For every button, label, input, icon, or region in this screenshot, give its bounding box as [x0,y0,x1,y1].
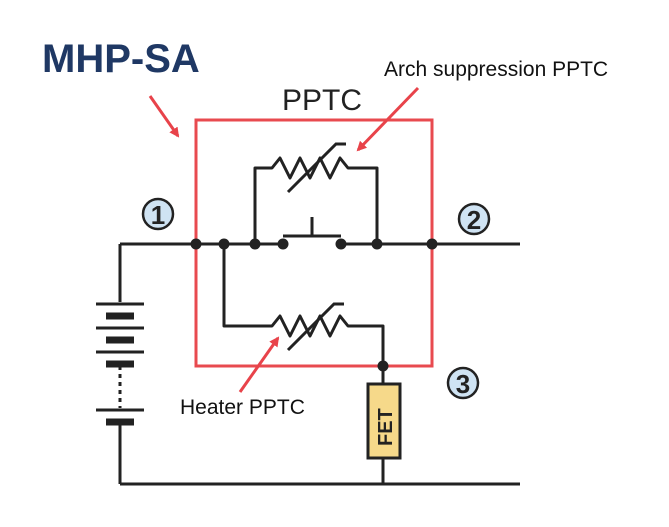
heater-pptc-arrow [238,336,280,393]
junction-dots [190,238,438,372]
arch-pptc-arrow [356,86,420,152]
arch-pptc-branch [253,156,379,244]
node-3-label: 3 [456,369,470,399]
battery-stack [96,244,144,484]
pptc-box-label: PPTC [282,84,362,117]
heater-pptc-label: Heater PPTC [180,396,305,419]
node-2-label: 2 [467,205,481,235]
node-1-label: 1 [151,200,165,230]
switch-gap [283,240,341,248]
arch-pptc-label: Arch suppression PPTC [384,58,608,81]
fet-label: FET [375,408,397,446]
heater-pptc-branch [222,244,385,366]
diagram-title: MHP-SA [42,37,200,81]
fet-block [366,382,402,460]
title-arrow [148,95,180,138]
node-1: 1 [141,197,175,231]
node-3: 3 [446,366,480,400]
arch-pptc-slash [286,142,346,194]
heater-pptc-slash [286,302,344,352]
node-2: 2 [457,202,491,236]
